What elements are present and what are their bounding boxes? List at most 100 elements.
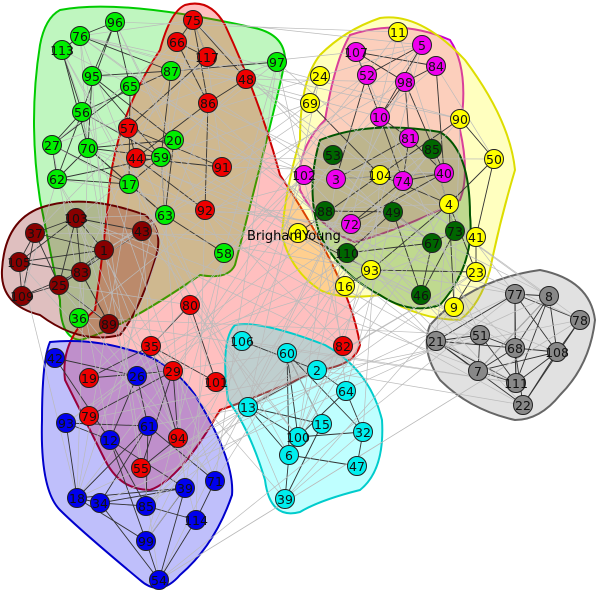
node-label: 89 [101, 317, 117, 332]
node-circle [347, 456, 367, 476]
node-circle [341, 214, 361, 234]
node-label: 88 [317, 204, 333, 219]
node-circle [72, 102, 92, 122]
graph-edge [435, 293, 516, 342]
node-circle [119, 174, 139, 194]
node-circle [470, 325, 490, 345]
graph-edge [346, 242, 433, 254]
graph-edge [65, 148, 433, 424]
graph-edge [150, 345, 179, 439]
graph-node: 51 [470, 325, 490, 345]
node-label: 67 [424, 236, 440, 251]
node-circle [52, 40, 72, 60]
node-label: 57 [120, 121, 136, 136]
node-label: 68 [507, 341, 523, 356]
graph-edge [514, 293, 558, 353]
node-circle [138, 416, 158, 436]
graph-edge [109, 439, 147, 542]
node-circle [155, 205, 175, 225]
graph-edge [114, 21, 175, 141]
node-label: 73 [447, 224, 463, 239]
node-label: 65 [122, 79, 138, 94]
node-circle [99, 314, 119, 334]
node-label: 91 [214, 160, 230, 175]
node-circle [212, 157, 232, 177]
node-circle [439, 194, 459, 214]
node-circle [310, 66, 330, 86]
node-label: 59 [153, 150, 169, 165]
graph-node: 101 [204, 372, 228, 392]
graph-edge [61, 49, 249, 408]
node-circle [71, 262, 91, 282]
graph-edge [61, 49, 216, 482]
node-circle [214, 243, 234, 263]
graph-edge [204, 102, 209, 211]
graph-edge [87, 147, 162, 158]
graph-node: 93 [361, 260, 381, 280]
graph-edge [78, 44, 423, 319]
node-circle [132, 221, 152, 241]
graph-edge [75, 217, 143, 232]
graph-edge [448, 203, 477, 273]
graph-edge [370, 269, 437, 342]
node-circle [78, 138, 98, 158]
graph-edge [108, 323, 517, 384]
node-circle [361, 260, 381, 280]
node-label: 25 [51, 278, 67, 293]
node-circle [353, 422, 373, 442]
node-label: 58 [216, 246, 232, 261]
node-circle [94, 240, 114, 260]
graph-node: 113 [50, 40, 74, 60]
node-circle [49, 275, 69, 295]
node-circle [136, 531, 156, 551]
node-circle [335, 276, 355, 296]
node-label: 86 [200, 96, 216, 111]
graph-node: 106 [230, 331, 254, 351]
graph-edge [420, 230, 456, 296]
node-label: 95 [84, 69, 100, 84]
graph-node: 103 [64, 208, 88, 228]
graph-nodes: 9676113956587567027622059176358369775661… [7, 10, 590, 590]
graph-node: 2 [307, 360, 327, 380]
node-label: 39 [177, 481, 193, 496]
node-circle [141, 336, 161, 356]
node-circle [175, 478, 195, 498]
node-circle [312, 414, 332, 434]
node-circle [236, 69, 256, 89]
node-circle [180, 295, 200, 315]
node-circle [300, 93, 320, 113]
node-circle [69, 308, 89, 328]
graph-edge [56, 178, 130, 185]
node-circle [444, 297, 464, 317]
graph-node: 110 [335, 243, 359, 263]
node-label: 102 [292, 168, 316, 183]
node-label: 26 [129, 369, 145, 384]
graph-node: 84 [426, 56, 446, 76]
graph-edge [91, 75, 162, 158]
graph-node: 39 [275, 489, 295, 509]
node-circle [337, 243, 357, 263]
graph-node: 107 [344, 42, 368, 62]
graph-node: 46 [411, 285, 431, 305]
node-label: 50 [486, 152, 502, 167]
graph-node: 111 [504, 373, 528, 393]
node-label: 108 [545, 345, 569, 360]
node-circle [505, 338, 525, 358]
graph-edge [448, 158, 495, 205]
graph-edge [453, 118, 461, 308]
graph-edge [335, 172, 445, 180]
node-label: 93 [58, 416, 74, 431]
node-label: 52 [359, 68, 375, 83]
graph-node: 94 [168, 428, 188, 448]
graph-node: 9 [444, 297, 464, 317]
node-label: 5 [418, 38, 426, 53]
node-circle [56, 413, 76, 433]
graph-edge [147, 425, 216, 482]
graph-node: 77 [505, 284, 525, 304]
node-label: 96 [107, 15, 123, 30]
graph-edge [75, 217, 179, 439]
graph-node: 109 [10, 286, 34, 306]
graph-edge [51, 41, 178, 146]
node-circle [90, 493, 110, 513]
graph-edge [79, 35, 89, 149]
